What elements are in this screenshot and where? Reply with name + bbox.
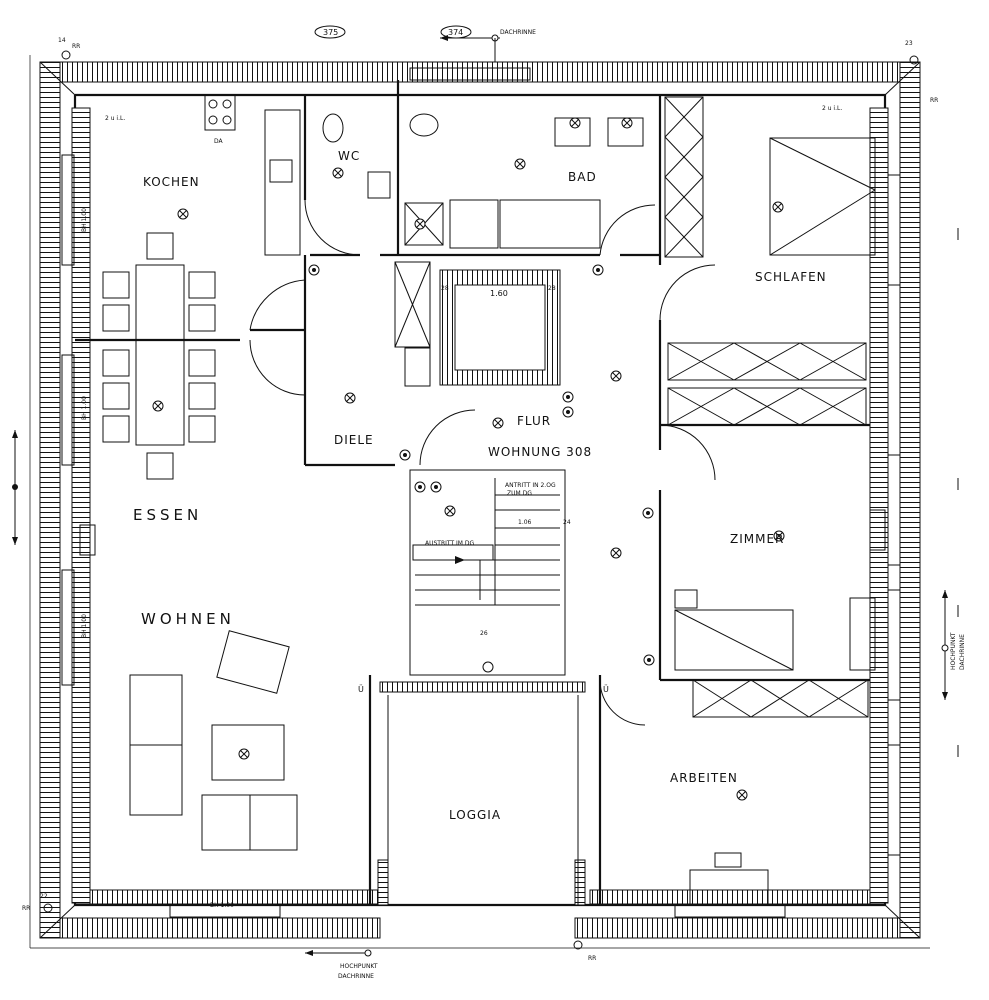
furniture xyxy=(102,94,876,906)
bh-left-2: BH 1.00 xyxy=(81,396,88,420)
dim-106: 1.06 xyxy=(518,519,532,526)
windows xyxy=(61,67,901,918)
zeil-right: 2 u i.L. xyxy=(822,105,842,112)
circle-cross-icon xyxy=(773,530,785,542)
antritt-label: ANTRITT IN 2.OG xyxy=(505,482,556,489)
circle-cross-icon xyxy=(736,789,748,801)
circle-cross-icon xyxy=(610,370,622,382)
room-label-diele: DIELE xyxy=(334,433,374,447)
axis-markers xyxy=(12,25,959,957)
room-label-zimmer: ZIMMER xyxy=(730,532,784,546)
hochpunkt-right: HOCHPUNKT xyxy=(950,632,957,670)
room-label-wohnung: WOHNUNG 308 xyxy=(488,445,592,459)
ref-375: 375 xyxy=(323,28,338,37)
room-label-wc: WC xyxy=(338,149,360,163)
circle-cross-icon xyxy=(492,417,504,429)
room-label-flur: FLUR xyxy=(517,414,551,428)
da-label: DA xyxy=(214,138,224,145)
dim-14: 14 xyxy=(58,37,66,44)
room-label-essen: ESSEN xyxy=(133,506,202,524)
circle-cross-icon xyxy=(414,218,426,230)
circle-cross-icon xyxy=(621,117,633,129)
zum-dg-label: ZUM DG xyxy=(507,490,532,497)
dim-28a: 28 xyxy=(441,285,449,292)
room-label-wohnen: WOHNEN xyxy=(141,610,235,628)
circle-cross-icon xyxy=(514,158,526,170)
circle-cross-icon xyxy=(177,208,189,220)
interior-walls xyxy=(75,80,870,906)
dim-23: 23 xyxy=(905,40,913,47)
bh-left-1: BH 1.00 xyxy=(81,208,88,232)
staircase xyxy=(412,478,560,606)
dim-26: 26 xyxy=(480,630,488,637)
u-right: Ü xyxy=(603,684,609,694)
rr-top-left: RR xyxy=(72,43,80,50)
u-left: Ü xyxy=(358,684,364,694)
dim-22: 22 xyxy=(40,893,48,900)
room-labels: KOCHEN WC BAD SCHLAFEN ESSEN DIELE FLUR … xyxy=(133,149,827,822)
dim-28b: 28 xyxy=(548,285,556,292)
dim-24: 24 xyxy=(563,519,571,526)
dim-160: 1.60 xyxy=(490,289,508,298)
dachrinne-bottom: DACHRINNE xyxy=(338,973,374,980)
circle-cross-icon xyxy=(569,117,581,129)
circle-cross-icon xyxy=(332,167,344,179)
austritt-label: AUSTRITT IM DG xyxy=(425,540,475,547)
knee-wall xyxy=(71,93,889,907)
annotations: 375 374 DACHRINNE RR RR RR RR 14 23 22 1… xyxy=(22,28,966,980)
rr-bottom-right: RR xyxy=(588,955,596,962)
sockets xyxy=(308,264,655,673)
circle-cross-icon xyxy=(772,201,784,213)
zeil-left: 2 u i.L. xyxy=(105,115,125,122)
dachrinne-top: DACHRINNE xyxy=(500,29,536,36)
bh-left-3: BH 1.00 xyxy=(81,614,88,638)
room-label-schlafen: SCHLAFEN xyxy=(755,270,827,284)
circle-cross-icon xyxy=(238,748,250,760)
circle-cross-icon xyxy=(444,505,456,517)
circle-cross-icon xyxy=(610,547,622,559)
hochpunkt-bottom: HOCHPUNKT xyxy=(340,963,378,970)
room-label-loggia: LOGGIA xyxy=(449,808,501,822)
rr-bottom-left: RR xyxy=(22,905,30,912)
roof-edge xyxy=(29,55,930,949)
dachrinne-right: DACHRINNE xyxy=(959,634,966,670)
bh-bottom: BH 1.00 xyxy=(210,902,234,909)
ref-374: 374 xyxy=(448,28,463,37)
circle-cross-icon xyxy=(152,400,164,412)
room-label-kochen: KOCHEN xyxy=(143,175,200,189)
room-label-arbeiten: ARBEITEN xyxy=(670,771,738,785)
circle-cross-icon xyxy=(344,392,356,404)
light-fixtures xyxy=(152,117,785,801)
rr-top-right: RR xyxy=(930,97,938,104)
room-label-bad: BAD xyxy=(568,170,597,184)
